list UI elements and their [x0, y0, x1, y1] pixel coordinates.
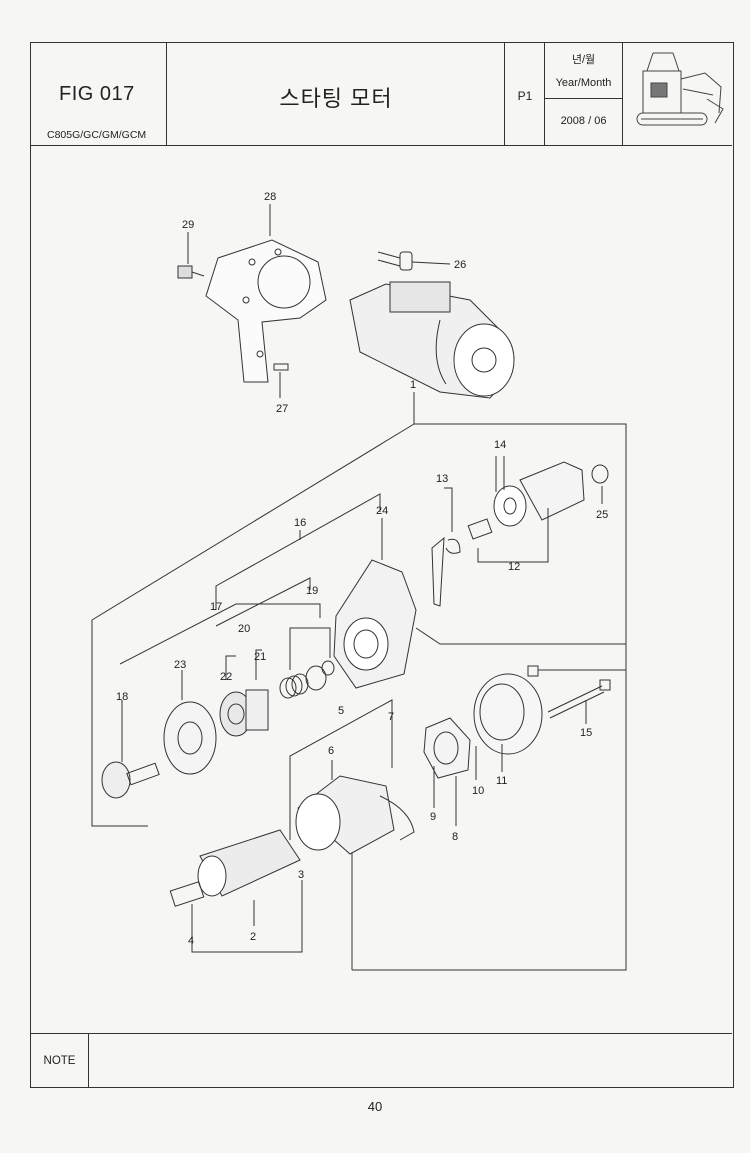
callout-7: 7 — [388, 711, 394, 723]
page-code: P1 — [517, 89, 533, 103]
callout-14: 14 — [494, 439, 506, 451]
shift-lever — [431, 536, 461, 607]
callout-16: 16 — [294, 517, 306, 529]
note-label: NOTE — [31, 1034, 89, 1088]
fig-label: FIG 017 — [59, 83, 135, 105]
armature — [169, 829, 301, 907]
mounting-plate — [205, 239, 327, 383]
excavator-icon — [636, 52, 724, 126]
title-cell: 스타팅 모터 — [167, 43, 505, 145]
bracket-plate — [163, 701, 217, 775]
callout-labels: 1 2 3 4 5 6 7 8 9 10 11 12 13 14 15 16 1… — [116, 191, 608, 947]
page-title: 스타팅 모터 — [279, 86, 393, 111]
callout-23: 23 — [174, 659, 186, 671]
date-value: 2008 / 06 — [560, 115, 607, 127]
spring — [279, 660, 335, 699]
callout-6: 6 — [328, 745, 334, 757]
callout-28: 28 — [264, 191, 276, 203]
callout-4: 4 — [188, 935, 194, 947]
callout-13: 13 — [436, 473, 448, 485]
callout-11: 11 — [496, 775, 507, 787]
callout-29: 29 — [182, 219, 194, 231]
note-row: NOTE — [31, 1033, 732, 1088]
page-frame: FIG 017 C805G/GC/GM/GCM 스타팅 모터 P1 년/월 Ye… — [30, 42, 734, 1088]
through-bolt — [527, 665, 626, 719]
date-cell: 년/월 Year/Month 2008 / 06 — [545, 43, 623, 145]
callout-15: 15 — [580, 727, 592, 739]
callout-26: 26 — [454, 259, 466, 271]
page-number: 40 — [367, 1099, 383, 1114]
cap-25 — [591, 464, 609, 484]
callout-18: 18 — [116, 691, 128, 703]
callout-8: 8 — [452, 831, 458, 843]
callout-12: 12 — [508, 561, 520, 573]
page-code-cell: P1 — [505, 43, 545, 145]
model-code: C805G/GC/GM/GCM — [47, 129, 147, 141]
callout-19: 19 — [306, 585, 318, 597]
callout-3: 3 — [298, 869, 304, 881]
thumbnail-cell — [623, 43, 732, 145]
overrunning-clutch — [219, 689, 269, 737]
callout-25: 25 — [596, 509, 608, 521]
callout-17: 17 — [210, 601, 222, 613]
callout-20: 20 — [238, 623, 250, 635]
pinion-gear — [101, 761, 160, 799]
callout-21: 21 — [254, 651, 266, 663]
bolt-29 — [177, 265, 205, 279]
bolt-26 — [377, 251, 413, 271]
callout-1: 1 — [410, 379, 416, 391]
callout-27: 27 — [276, 403, 288, 415]
callout-9: 9 — [430, 811, 436, 823]
drive-housing — [333, 559, 417, 689]
date-divider — [545, 98, 622, 99]
callout-10: 10 — [472, 785, 484, 797]
solenoid — [467, 461, 585, 540]
year-month-en: Year/Month — [555, 77, 612, 89]
brush-holder — [423, 717, 471, 779]
header: FIG 017 C805G/GC/GM/GCM 스타팅 모터 P1 년/월 Ye… — [31, 43, 732, 146]
callout-22: 22 — [220, 671, 232, 683]
starter-assembly — [349, 281, 515, 399]
pin-27 — [273, 363, 289, 371]
callout-2: 2 — [250, 931, 256, 943]
callout-5: 5 — [338, 705, 344, 717]
year-month-ko: 년/월 — [571, 54, 596, 66]
rear-cover — [473, 673, 543, 755]
callout-24: 24 — [376, 505, 388, 517]
yoke — [295, 775, 415, 855]
fig-cell: FIG 017 C805G/GC/GM/GCM — [31, 43, 167, 145]
